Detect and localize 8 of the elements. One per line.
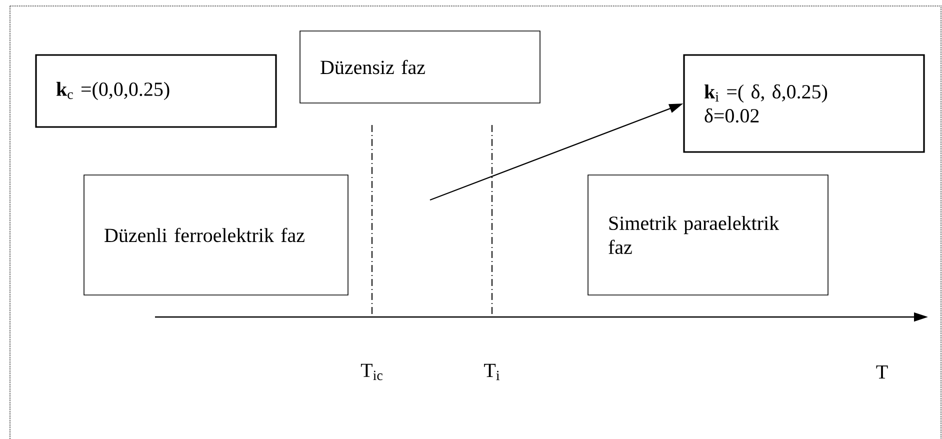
axis-label: T$_{i}$ [484, 364, 500, 380]
text-box: Simetrik paraelektrik faz [588, 174, 828, 296]
axis-label: T [876, 365, 888, 379]
text-box: Düzenli ferroelektrik faz [84, 174, 348, 296]
text-box: k$_{i}$ =( δ, δ,0.25) δ=0.02 [683, 54, 925, 153]
axis-label: T$_{ic}$ [360, 364, 382, 380]
text-box: k$_{c}$ =(0,0,0.25) [35, 54, 277, 128]
text-box: Düzensiz faz [300, 30, 540, 104]
